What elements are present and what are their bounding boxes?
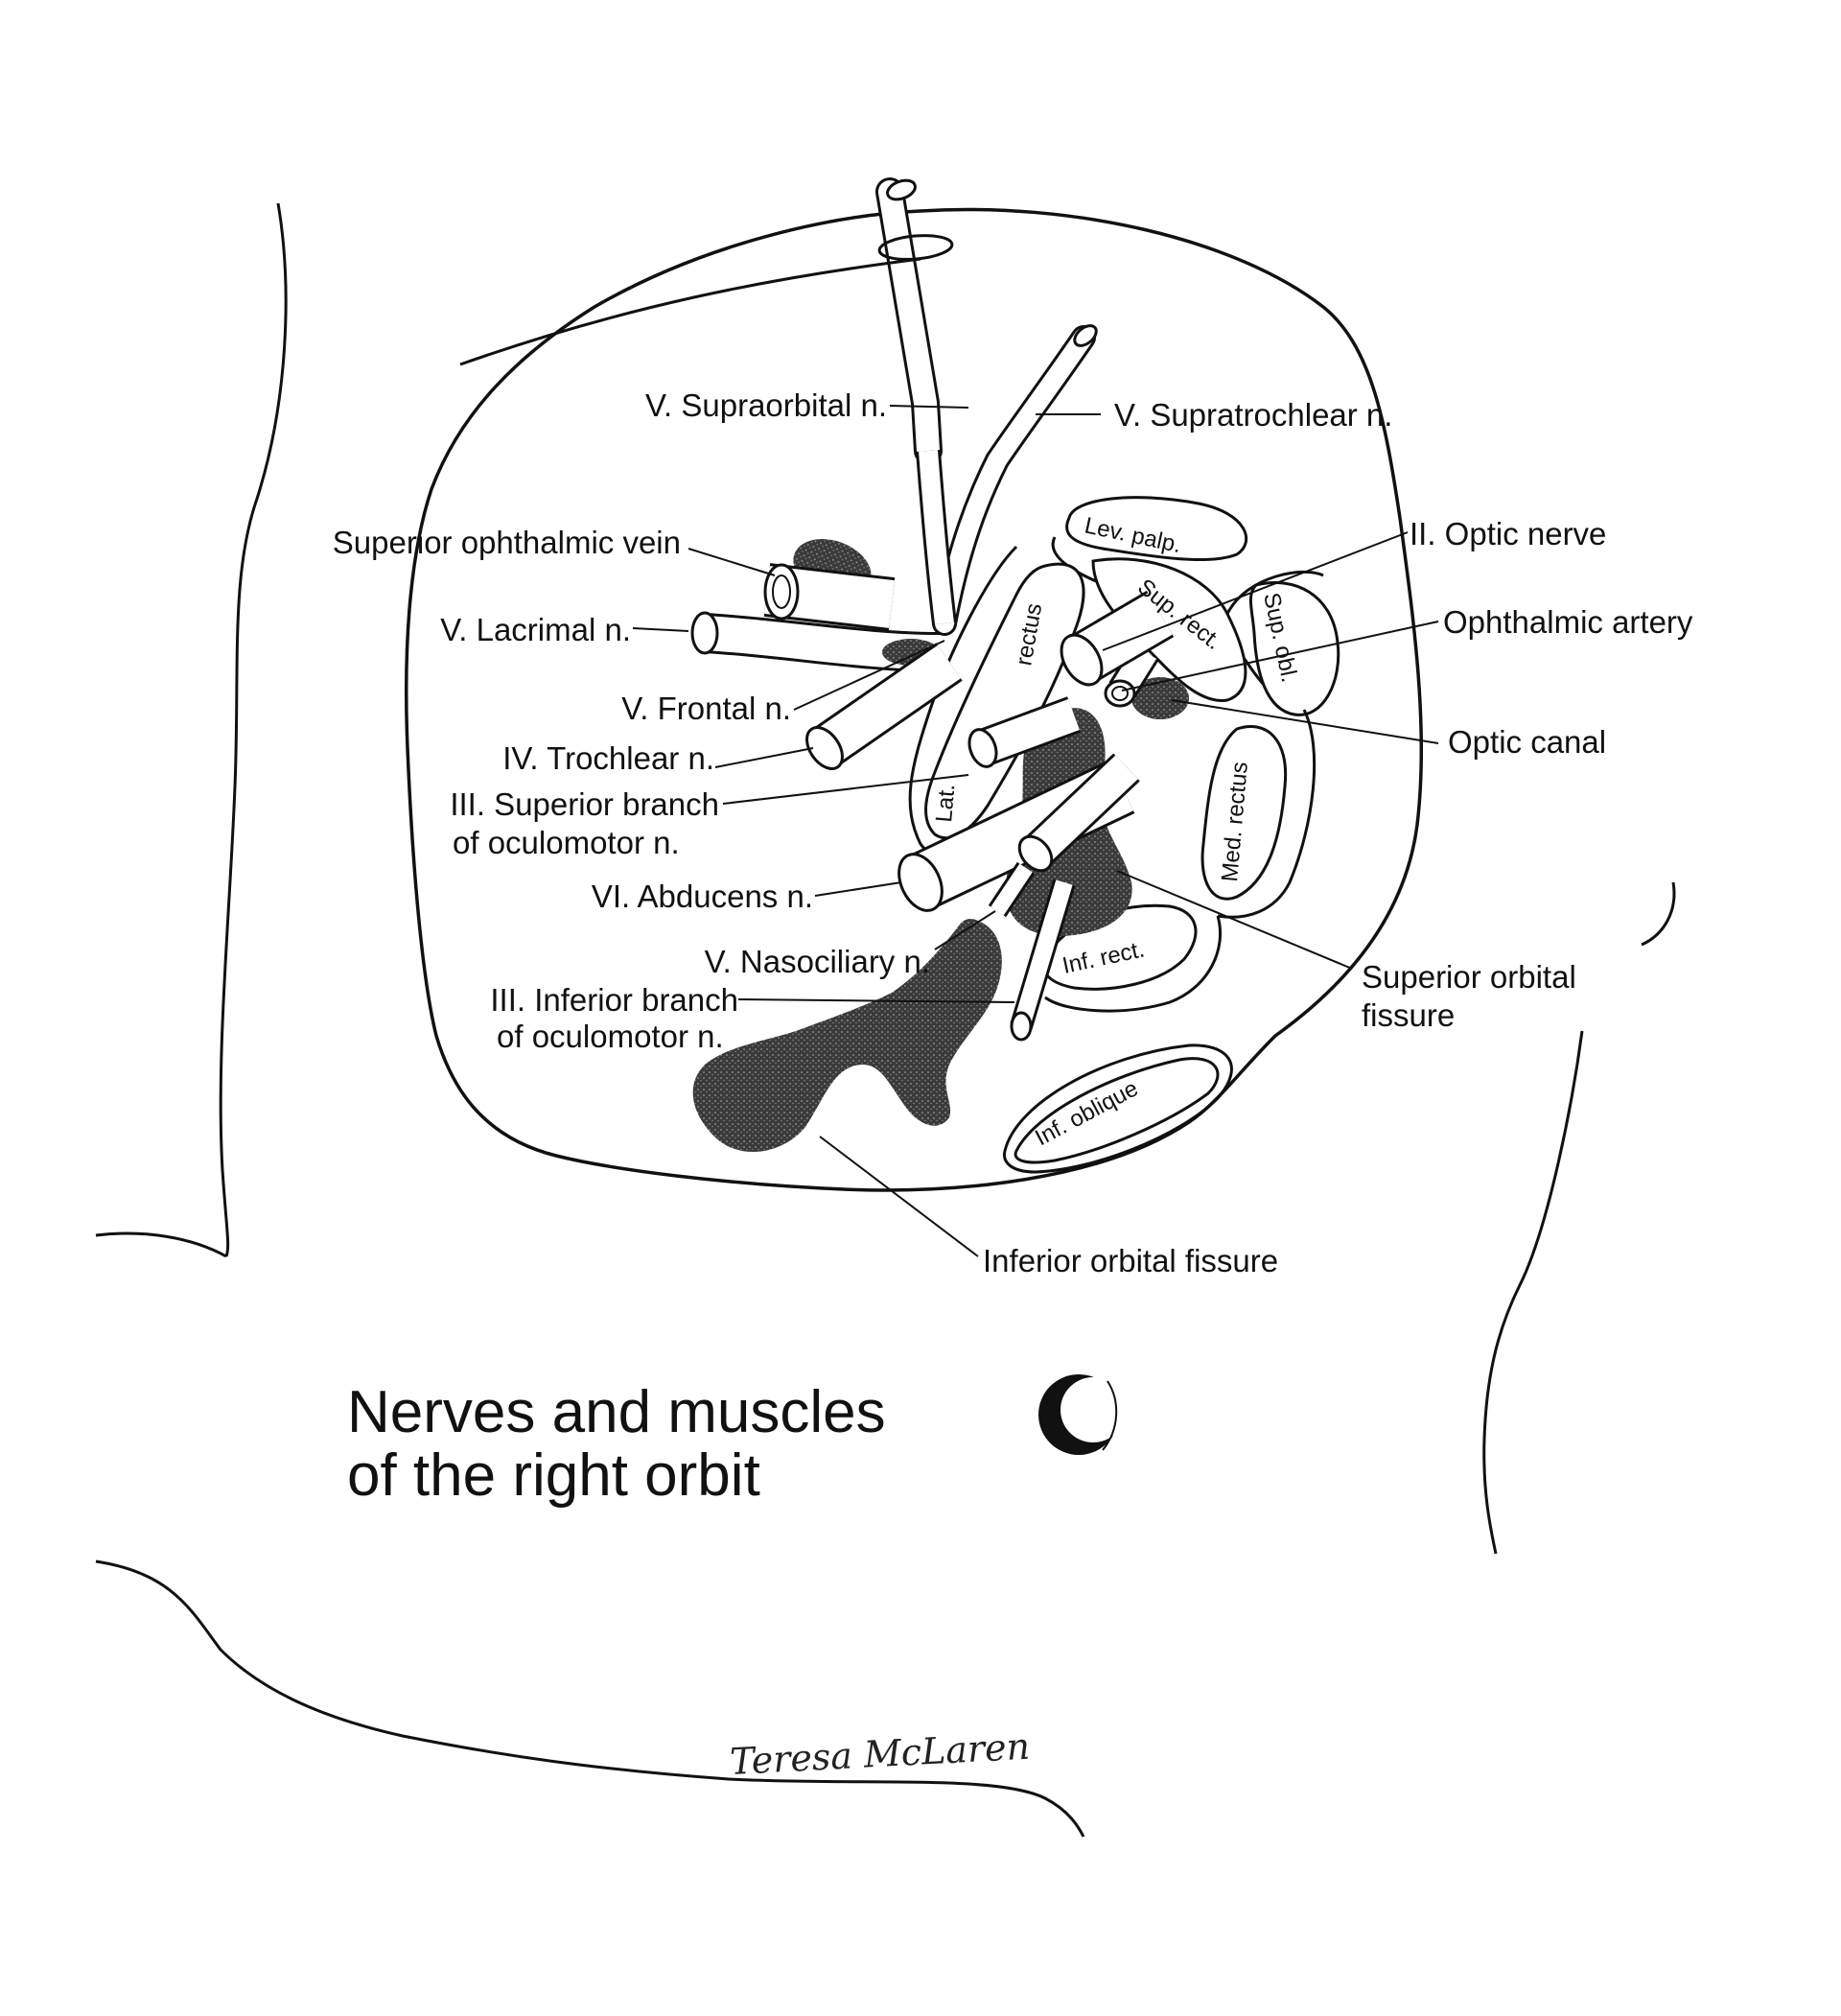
leader-trochlear (714, 747, 814, 768)
leader-oculomotor-inf (737, 998, 1015, 1003)
artist-signature: Teresa McLaren (729, 1725, 1031, 1783)
optic-canal-shape (1131, 677, 1189, 719)
leader-lacrimal (632, 627, 689, 632)
leader-nasociliary (934, 910, 996, 950)
leader-inf-orbital-fissure (819, 1136, 979, 1257)
label-ophthalmic-artery: Ophthalmic artery (1443, 604, 1693, 640)
face-outline-right-top (1641, 881, 1676, 947)
figure-title-line1: Nerves and muscles (347, 1379, 886, 1445)
face-outline-cheek-left (95, 1231, 227, 1258)
label-trochlear-nerve: IV. Trochlear n. (502, 740, 714, 776)
leader-frontal (793, 640, 945, 711)
orbit-rim (404, 207, 1424, 1192)
label-supraorbital-nerve: V. Supraorbital n. (645, 387, 887, 423)
face-outline-right (1482, 1030, 1584, 1555)
label-optic-canal: Optic canal (1448, 724, 1607, 760)
inf-oblique-muscle (1014, 1057, 1220, 1164)
label-supratrochlear-nerve: V. Supratrochlear n. (1114, 397, 1393, 433)
label-inferior-orbital-fissure: Inferior orbital fissure (983, 1243, 1279, 1278)
leader-optic-canal (1171, 699, 1439, 744)
inferior-orbital-fissure-shape (692, 918, 1002, 1153)
label-superior-ophthalmic-vein: Superior ophthalmic vein (332, 525, 681, 560)
label-lacrimal-nerve: V. Lacrimal n. (440, 612, 631, 647)
label-superior-orbital-fissure-line2: fissure (1362, 997, 1456, 1033)
label-oculomotor-inferior-line1: III. Inferior branch (490, 982, 738, 1018)
label-superior-orbital-fissure-line1: Superior orbital (1362, 959, 1576, 995)
label-oculomotor-inferior-line2: of oculomotor n. (497, 1019, 724, 1054)
sup-obl-muscle (1248, 581, 1340, 716)
figure-title-line2: of the right orbit (347, 1442, 760, 1509)
face-outline-lower (95, 1559, 1085, 1838)
lat-rectus-muscle (924, 562, 1085, 840)
label-abducens-nerve: VI. Abducens n. (591, 879, 813, 914)
leader-sup-ophthalmic-vein (687, 548, 776, 576)
label-oculomotor-superior-line2: of oculomotor n. (453, 825, 680, 860)
leader-oculomotor-sup (722, 774, 969, 805)
leader-supraorbital (889, 405, 969, 409)
figure-title: Nerves and muscles of the right orbit (347, 1381, 886, 1508)
med-rectus-muscle (1200, 725, 1288, 901)
lev-palp-muscle (1065, 496, 1247, 562)
muscle-label-lat: Lat. (931, 783, 960, 823)
label-optic-nerve: II. Optic nerve (1410, 516, 1607, 551)
crescent-mark (1038, 1374, 1126, 1455)
leader-ophthalmic-artery (1121, 621, 1439, 692)
face-outline-left (219, 202, 288, 1257)
leader-abducens (814, 881, 902, 897)
leader-sup-orbital-fissure (1116, 870, 1353, 970)
ophthalmic-artery-shape (1104, 679, 1136, 708)
label-frontal-nerve: V. Frontal n. (621, 691, 791, 726)
label-oculomotor-superior-line1: III. Superior branch (450, 786, 719, 822)
label-nasociliary-nerve: V. Nasociliary n. (704, 944, 930, 979)
leader-optic-nerve (1102, 531, 1409, 651)
